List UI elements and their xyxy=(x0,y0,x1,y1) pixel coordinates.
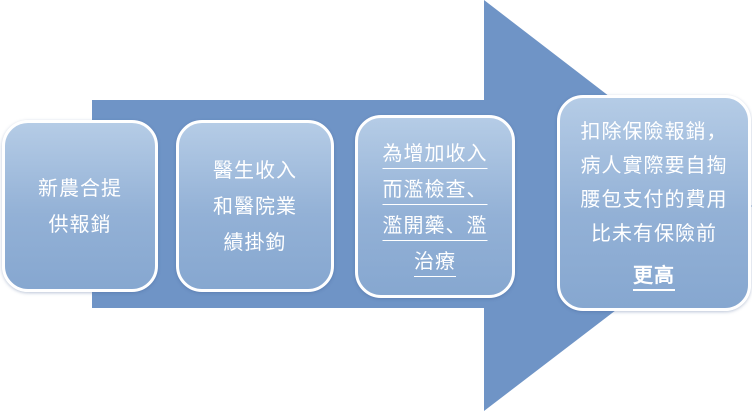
step-3-line-3: 濫開藥、濫 xyxy=(382,212,488,237)
step-box-1: 新農合提 供報銷 xyxy=(2,120,158,292)
step-box-2: 醫生收入 和醫院業 績掛鉤 xyxy=(176,120,334,292)
step-2-line-3: 績掛鉤 xyxy=(223,230,287,254)
step-2-line-2: 和醫院業 xyxy=(213,194,297,218)
step-2-line-1: 醫生收入 xyxy=(213,158,297,182)
step-1-line-2: 供報銷 xyxy=(48,212,112,236)
step-3-line-4: 治療 xyxy=(414,248,456,273)
step-4-line-1: 扣除保險報銷， xyxy=(580,119,728,143)
step-box-4: 扣除保險報銷， 病人實際要自掏 腰包支付的費用 比未有保險前 更高 xyxy=(557,95,751,311)
step-4-emphasis: 更高 xyxy=(633,263,675,287)
step-3-line-1: 為增加收入 xyxy=(382,140,488,165)
step-4-line-2: 病人實際要自掏 xyxy=(580,153,728,177)
step-box-3: 為增加收入 而濫檢查、 濫開藥、濫 治療 xyxy=(355,115,515,298)
step-4-line-4: 比未有保險前 xyxy=(591,221,717,245)
step-3-line-2: 而濫檢查、 xyxy=(382,176,488,201)
step-1-line-1: 新農合提 xyxy=(38,176,122,200)
step-4-line-3: 腰包支付的費用 xyxy=(580,187,728,211)
